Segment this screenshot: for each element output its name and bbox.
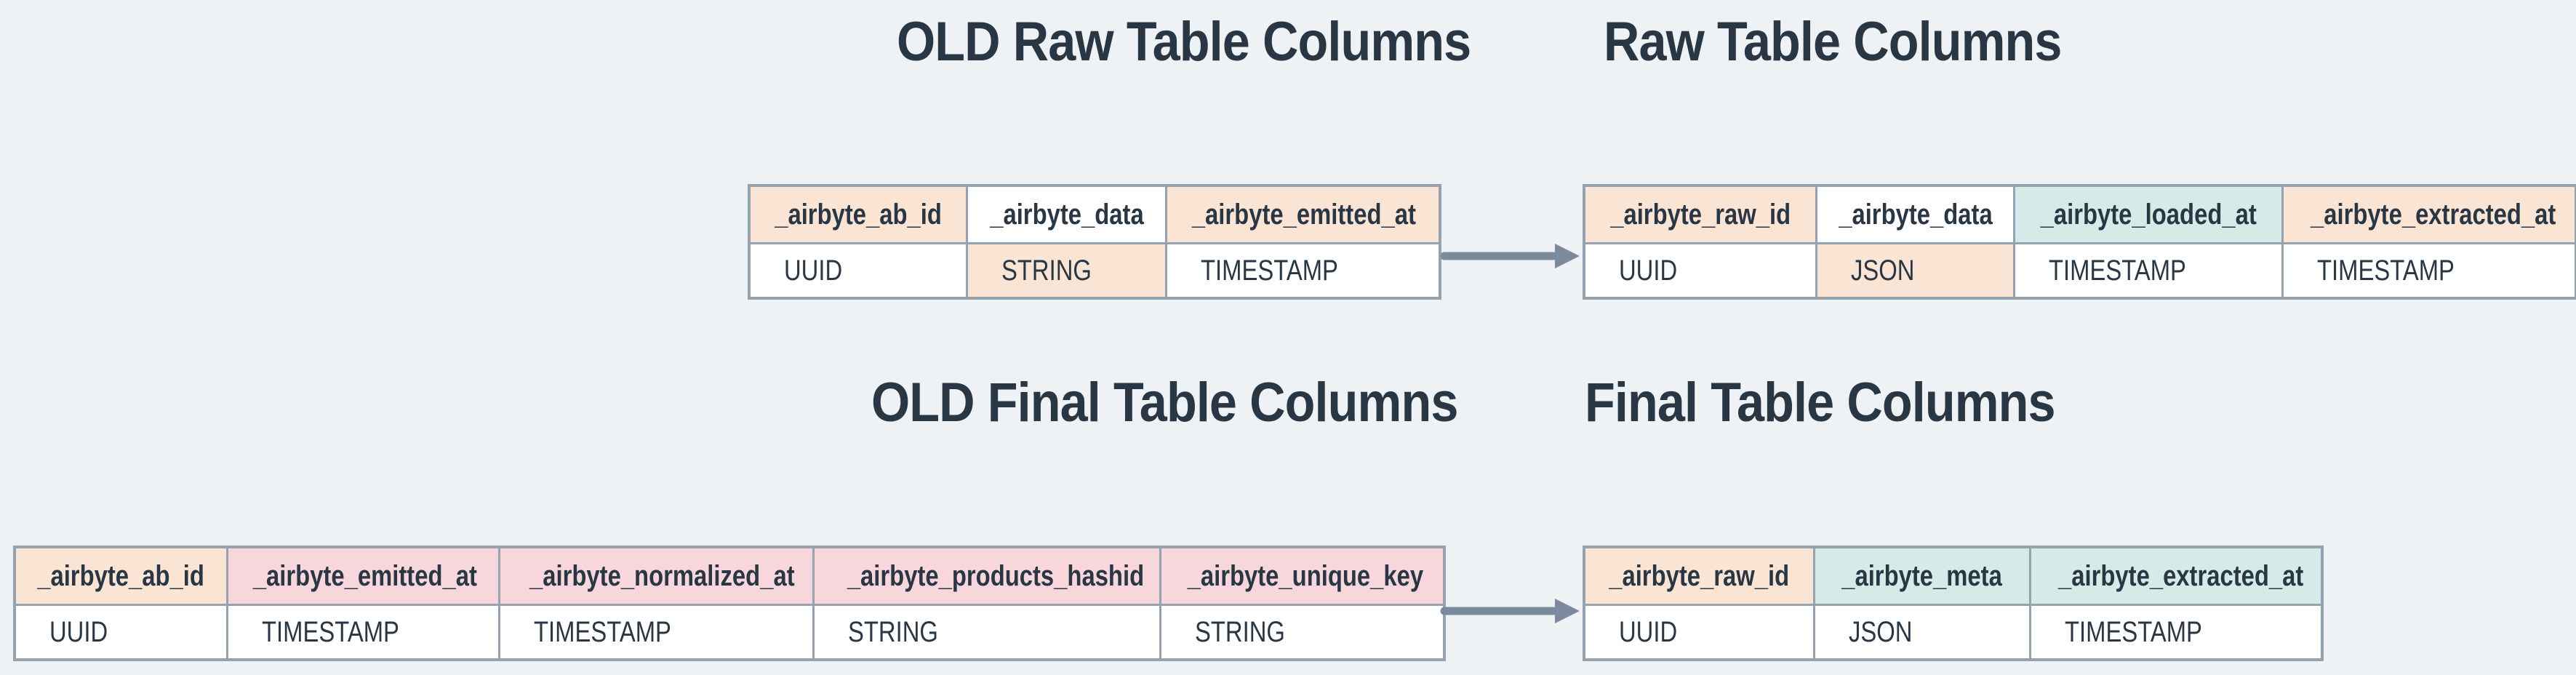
column-type-cell: TIMESTAMP xyxy=(226,604,500,661)
column-header-cell: _airbyte_extracted_at xyxy=(2029,546,2324,606)
column-header-cell: _airbyte_extracted_at xyxy=(2281,184,2576,244)
column-type-label: STRING xyxy=(1195,615,1285,648)
column-header-cell: _airbyte_raw_id xyxy=(1583,184,1817,244)
column-header-cell: _airbyte_raw_id xyxy=(1583,546,1815,606)
column-type-label: TIMESTAMP xyxy=(2049,254,2186,287)
column-type-cell: UUID xyxy=(1583,604,1815,661)
final-table-title: Final Table Columns xyxy=(1585,372,2056,434)
column-type-cell: TIMESTAMP xyxy=(2013,242,2284,300)
column-type-label: STRING xyxy=(848,615,938,648)
arrow-right-icon xyxy=(1440,244,1580,268)
column-type-label: JSON xyxy=(1851,254,1915,287)
old-raw-table: _airbyte_ab_id _airbyte_data _airbyte_emit… xyxy=(748,184,1441,300)
column-header-cell: _airbyte_products_hashid xyxy=(812,546,1161,606)
column-header-label: _airbyte_emitted_at xyxy=(252,559,477,592)
column-header-label: _airbyte_unique_key xyxy=(1187,559,1424,592)
column-type-cell: JSON xyxy=(1815,242,2015,300)
column-header-label: _airbyte_extracted_at xyxy=(2311,198,2556,231)
column-header-label: _airbyte_raw_id xyxy=(1609,559,1790,592)
column-type-label: TIMESTAMP xyxy=(2317,254,2455,287)
column-header-cell: _airbyte_normalized_at xyxy=(498,546,815,606)
column-header-label: _airbyte_loaded_at xyxy=(2040,198,2257,231)
column-type-cell: UUID xyxy=(1583,242,1817,300)
raw-columns-table: _airbyte_raw_id _airbyte_data _airbyte_loa… xyxy=(1583,184,2576,300)
column-type-cell: STRING xyxy=(812,604,1161,661)
final-columns-table: _airbyte_raw_id _airbyte_meta _airbyte_ext… xyxy=(1583,546,2324,661)
column-header-label: _airbyte_data xyxy=(989,198,1144,231)
column-type-cell: UUID xyxy=(748,242,968,300)
old-final-columns-table: _airbyte_ab_id _airbyte_emitted_at _airbyt… xyxy=(13,546,1446,661)
column-header-cell: _airbyte_ab_id xyxy=(748,184,968,244)
column-type-cell: TIMESTAMP xyxy=(1165,242,1441,300)
column-type-cell: TIMESTAMP xyxy=(498,604,815,661)
column-header-label: _airbyte_meta xyxy=(1841,559,2003,592)
column-header-label: _airbyte_ab_id xyxy=(775,198,942,231)
column-type-label: STRING xyxy=(1001,254,1092,287)
column-header-label: _airbyte_ab_id xyxy=(37,559,205,592)
column-header-cell: _airbyte_loaded_at xyxy=(2013,184,2284,244)
column-header-label: _airbyte_data xyxy=(1838,198,1993,231)
column-header-label: _airbyte_products_hashid xyxy=(847,559,1145,592)
column-type-label: JSON xyxy=(1849,615,1913,648)
old-raw-table-title: OLD Raw Table Columns xyxy=(897,11,1471,73)
column-type-cell: UUID xyxy=(13,604,228,661)
column-type-cell: STRING xyxy=(1159,604,1446,661)
column-header-cell: _airbyte_emitted_at xyxy=(226,546,500,606)
column-type-label: UUID xyxy=(784,254,843,287)
column-header-label: _airbyte_emitted_at xyxy=(1191,198,1416,231)
column-header-cell: _airbyte_unique_key xyxy=(1159,546,1446,606)
column-type-label: TIMESTAMP xyxy=(534,615,671,648)
column-type-label: UUID xyxy=(1619,615,1678,648)
column-type-label: UUID xyxy=(49,615,108,648)
column-header-cell: _airbyte_data xyxy=(1815,184,2015,244)
column-type-label: TIMESTAMP xyxy=(1201,254,1338,287)
column-type-cell: TIMESTAMP xyxy=(2029,604,2324,661)
column-type-label: TIMESTAMP xyxy=(262,615,399,648)
column-type-cell: TIMESTAMP xyxy=(2281,242,2576,300)
column-header-label: _airbyte_raw_id xyxy=(1610,198,1791,231)
arrow-right-icon xyxy=(1440,599,1580,623)
column-type-cell: JSON xyxy=(1813,604,2031,661)
final-table: _airbyte_raw_id _airbyte_meta _airbyte_ext… xyxy=(1583,546,2324,661)
column-type-cell: STRING xyxy=(966,242,1167,300)
column-header-label: _airbyte_extracted_at xyxy=(2058,559,2304,592)
column-header-cell: _airbyte_emitted_at xyxy=(1165,184,1441,244)
column-type-label: TIMESTAMP xyxy=(2065,615,2202,648)
column-header-cell: _airbyte_data xyxy=(966,184,1167,244)
column-header-label: _airbyte_normalized_at xyxy=(529,559,795,592)
column-header-cell: _airbyte_meta xyxy=(1813,546,2031,606)
old-final-table: _airbyte_ab_id _airbyte_emitted_at _airbyt… xyxy=(13,546,1446,661)
old-final-table-title: OLD Final Table Columns xyxy=(871,372,1458,434)
raw-table-title: Raw Table Columns xyxy=(1604,11,2062,73)
column-type-label: UUID xyxy=(1619,254,1678,287)
old-raw-columns-table: _airbyte_ab_id _airbyte_data _airbyte_emit… xyxy=(748,184,1441,300)
column-header-cell: _airbyte_ab_id xyxy=(13,546,228,606)
raw-table: _airbyte_raw_id _airbyte_data _airbyte_loa… xyxy=(1583,184,2576,300)
